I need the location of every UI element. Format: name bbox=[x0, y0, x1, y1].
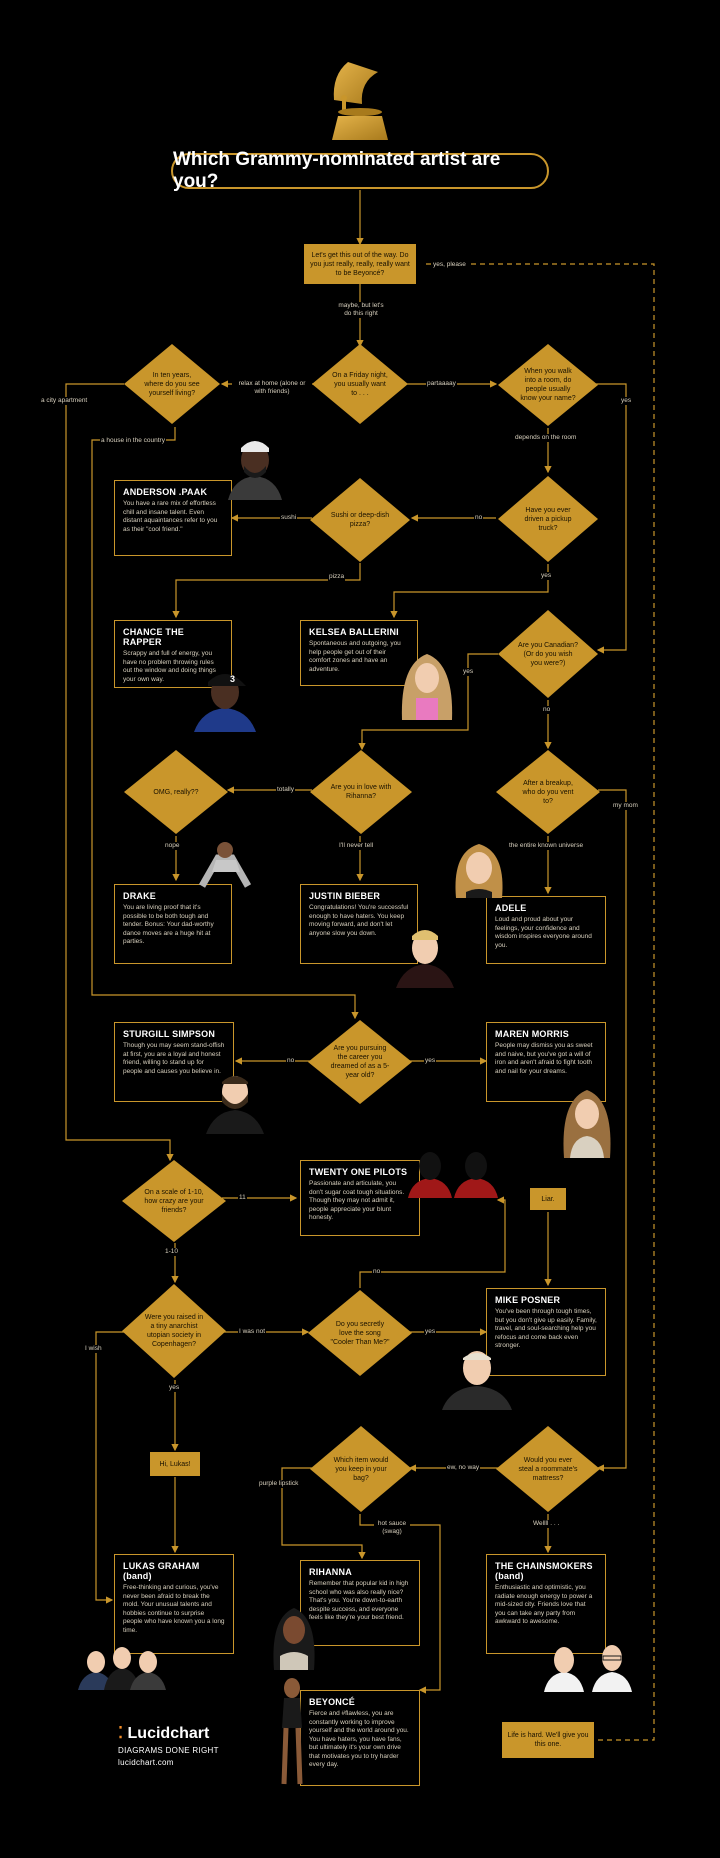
hi-lukas-box: Hi, Lukas! bbox=[150, 1452, 200, 1476]
start-question-box: Let's get this out of the way. Do you ju… bbox=[304, 244, 416, 284]
edge-label-never-tell: I'll never tell bbox=[338, 842, 375, 850]
edge-label-eleven: 11 bbox=[238, 1194, 247, 1202]
brand-logo-text: Lucidchart bbox=[127, 1725, 210, 1742]
liar-box: Liar. bbox=[530, 1188, 566, 1210]
question-pickup: Have you ever driven a pickup truck? bbox=[498, 476, 598, 562]
question-rihanna: Are you in love with Rihanna? bbox=[310, 750, 412, 834]
result-the-chainsmokers: THE CHAINSMOKERS (band)Enthusiastic and … bbox=[486, 1554, 606, 1654]
maren-morris-portrait bbox=[563, 1090, 611, 1158]
edge-label-yes-please: yes, please bbox=[432, 261, 467, 269]
edge-label-nope: nope bbox=[164, 842, 181, 850]
question-copenhagen: Were you raised in a tiny anarchist utop… bbox=[122, 1284, 226, 1378]
justin-bieber-portrait bbox=[396, 930, 454, 988]
svg-text:3: 3 bbox=[230, 674, 235, 684]
anderson-paak-portrait bbox=[228, 441, 282, 500]
lucidchart-logo-icon: ⁚ bbox=[118, 1725, 128, 1742]
edge-label-sushi: sushi bbox=[280, 514, 298, 522]
question-sushi: Sushi or deep-dish pizza? bbox=[310, 478, 410, 562]
edge-label-depends: depends on the room bbox=[514, 434, 578, 442]
beyonce-portrait bbox=[281, 1678, 303, 1785]
edge-label-house-country: a house in the country bbox=[100, 437, 166, 445]
edge-label-no-pursuing: no bbox=[286, 1057, 296, 1065]
life-is-hard-box: Life is hard. We'll give you this one. bbox=[502, 1722, 594, 1758]
brand-tagline: DIAGRAMS DONE RIGHT bbox=[118, 1746, 219, 1755]
edge-label-yes-pickup: yes bbox=[540, 572, 553, 580]
lukas-graham-portrait bbox=[78, 1647, 166, 1690]
edge-label-partaaay: partaaaay bbox=[426, 380, 457, 388]
the-chainsmokers-portrait bbox=[544, 1645, 632, 1692]
edge-label-relax: relax at home (alone or with friends) bbox=[232, 380, 312, 396]
edge-label-yes-cph: yes bbox=[168, 1384, 181, 1392]
edge-label-i-wish: I wish bbox=[84, 1345, 103, 1353]
edge-label-yes-pursuing: yes bbox=[424, 1057, 437, 1065]
edge-label-purple: purple lipstick bbox=[258, 1480, 300, 1488]
edge-label-no-cooler: no bbox=[372, 1268, 382, 1276]
edge-label-wellll: Wellll . . . bbox=[532, 1520, 561, 1528]
gramophone-icon bbox=[332, 62, 388, 140]
drake-portrait bbox=[198, 842, 252, 888]
question-bag: Which item would you keep in your bag? bbox=[310, 1426, 412, 1512]
question-breakup: After a breakup, who do you vent to? bbox=[496, 750, 600, 834]
edge-label-city-apartment: a city apartment bbox=[40, 397, 89, 405]
brand-url[interactable]: lucidchart.com bbox=[118, 1758, 174, 1767]
edge-label-was-not: I was not bbox=[238, 1328, 267, 1336]
twenty-one-pilots-portrait bbox=[408, 1152, 498, 1198]
edge-label-maybe: maybe, but let's do this right bbox=[336, 302, 386, 318]
edge-label-universe: the entire known universe bbox=[508, 842, 585, 850]
adele-portrait bbox=[455, 844, 503, 898]
mike-posner-portrait bbox=[442, 1351, 512, 1410]
question-omg: OMG, really?? bbox=[124, 750, 228, 834]
edge-label-no-canadian: no bbox=[542, 706, 552, 714]
edge-label-yes-cooler: yes bbox=[424, 1328, 437, 1336]
edge-label-totally: totally bbox=[276, 786, 295, 794]
question-pursuing: Are you pursuing the career you dreamed … bbox=[308, 1020, 412, 1104]
result-lukas-graham: LUKAS GRAHAM (band)Free-thinking and cur… bbox=[114, 1554, 234, 1654]
question-cooler: Do you secretly love the song "Cooler Th… bbox=[308, 1290, 412, 1376]
edge-label-pizza: pizza bbox=[328, 573, 346, 581]
edge-label-ew-no-way: ew, no way bbox=[446, 1464, 481, 1472]
edge-label-my-mom: my mom bbox=[612, 802, 639, 810]
kelsea-ballerini-portrait bbox=[401, 654, 453, 720]
question-canadian: Are you Canadian? (Or do you wish you we… bbox=[498, 610, 598, 698]
question-scale: On a scale of 1-10, how crazy are your f… bbox=[122, 1160, 226, 1242]
edge-label-yes-canadian: yes bbox=[462, 668, 475, 676]
question-walk-into-room: When you walk into a room, do people usu… bbox=[498, 344, 598, 426]
question-mattress: Would you ever steal a roommate's mattre… bbox=[496, 1426, 600, 1512]
edge-label-hot-sauce: hot sauce (swag) bbox=[374, 1520, 410, 1536]
question-friday: On a Friday night, you usually want to .… bbox=[312, 344, 408, 424]
question-ten-years: In ten years, where do you see yourself … bbox=[124, 344, 220, 424]
chance-the-rapper-portrait: 3 bbox=[194, 674, 256, 732]
page-title: Which Grammy-nominated artist are you? bbox=[171, 149, 549, 192]
edge-label-one-ten: 1-10 bbox=[164, 1248, 180, 1256]
rihanna-portrait bbox=[273, 1608, 315, 1670]
edge-label-yes-name: yes bbox=[620, 397, 633, 405]
sturgill-simpson-portrait bbox=[206, 1076, 264, 1134]
lucidchart-brand: ⁚ Lucidchart DIAGRAMS DONE RIGHT lucidch… bbox=[118, 1723, 219, 1767]
edge-label-no-pickup: no bbox=[474, 514, 484, 522]
